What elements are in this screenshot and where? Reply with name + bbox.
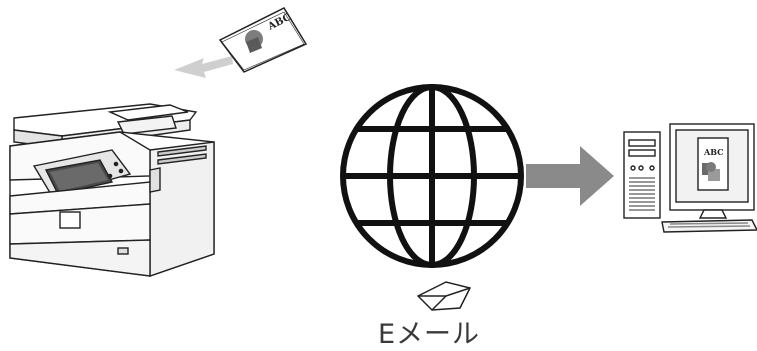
mfp-printer-icon: [10, 104, 214, 276]
scanned-document-icon: ABC: [220, 8, 306, 72]
monitor-screen-text: ABC: [703, 147, 723, 157]
email-label: Eメール: [378, 312, 498, 351]
globe-icon: [343, 87, 521, 265]
computer-icon: [624, 124, 757, 232]
email-envelope-icon: [418, 282, 470, 310]
arrow-doc-to-printer: [174, 56, 233, 78]
arrow-globe-to-computer: [526, 146, 614, 206]
